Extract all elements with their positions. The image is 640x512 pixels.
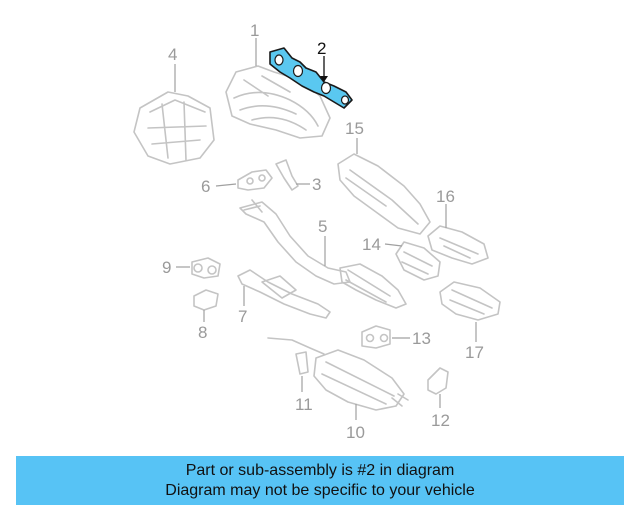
callout-11: 11	[295, 395, 313, 414]
callout-14: 14	[362, 235, 381, 254]
part-8-bracket[interactable]	[193, 289, 219, 322]
banner-line-1: Part or sub-assembly is #2 in diagram	[185, 461, 455, 479]
part-11-hanger[interactable]	[295, 351, 309, 392]
callout-8: 8	[198, 323, 207, 342]
part-3-bracket[interactable]	[275, 159, 310, 191]
callout-12: 12	[431, 411, 450, 430]
part-12-bracket[interactable]	[427, 367, 449, 408]
callout-7: 7	[238, 307, 247, 326]
callout-5: 5	[318, 217, 327, 236]
callout-3: 3	[312, 175, 321, 194]
callout-1: 1	[250, 21, 259, 40]
part-16-heat-shield[interactable]	[427, 204, 489, 265]
part-4-heat-shield[interactable]	[133, 64, 215, 165]
callout-9: 9	[162, 258, 171, 277]
part-10-muffler[interactable]	[267, 337, 409, 420]
part-7-center-pipe[interactable]	[237, 269, 331, 319]
callout-10: 10	[346, 423, 365, 442]
callout-16: 16	[436, 187, 455, 206]
part-14-heat-shield[interactable]	[384, 241, 441, 281]
callout-17: 17	[465, 343, 484, 362]
part-13-hanger[interactable]	[361, 325, 410, 349]
banner-line-2: Diagram may not be specific to your vehi…	[165, 481, 475, 499]
part-17-heat-shield[interactable]	[439, 281, 501, 342]
part-catalytic-converter[interactable]	[339, 263, 407, 309]
part-9-hanger[interactable]	[176, 257, 221, 279]
callout-2: 2	[317, 39, 326, 58]
part-1-exhaust-manifold[interactable]	[225, 38, 331, 139]
callout-6: 6	[201, 177, 210, 196]
part-6-gasket[interactable]	[215, 169, 273, 191]
part-15-heat-shield[interactable]	[337, 138, 431, 235]
callout-4: 4	[168, 45, 177, 64]
part-2-manifold-gasket[interactable]	[269, 47, 353, 109]
info-banner: Part or sub-assembly is #2 in diagram Di…	[16, 456, 624, 505]
callout-15: 15	[345, 119, 364, 138]
callout-13: 13	[412, 329, 431, 348]
part-5-front-pipe[interactable]	[239, 199, 351, 285]
